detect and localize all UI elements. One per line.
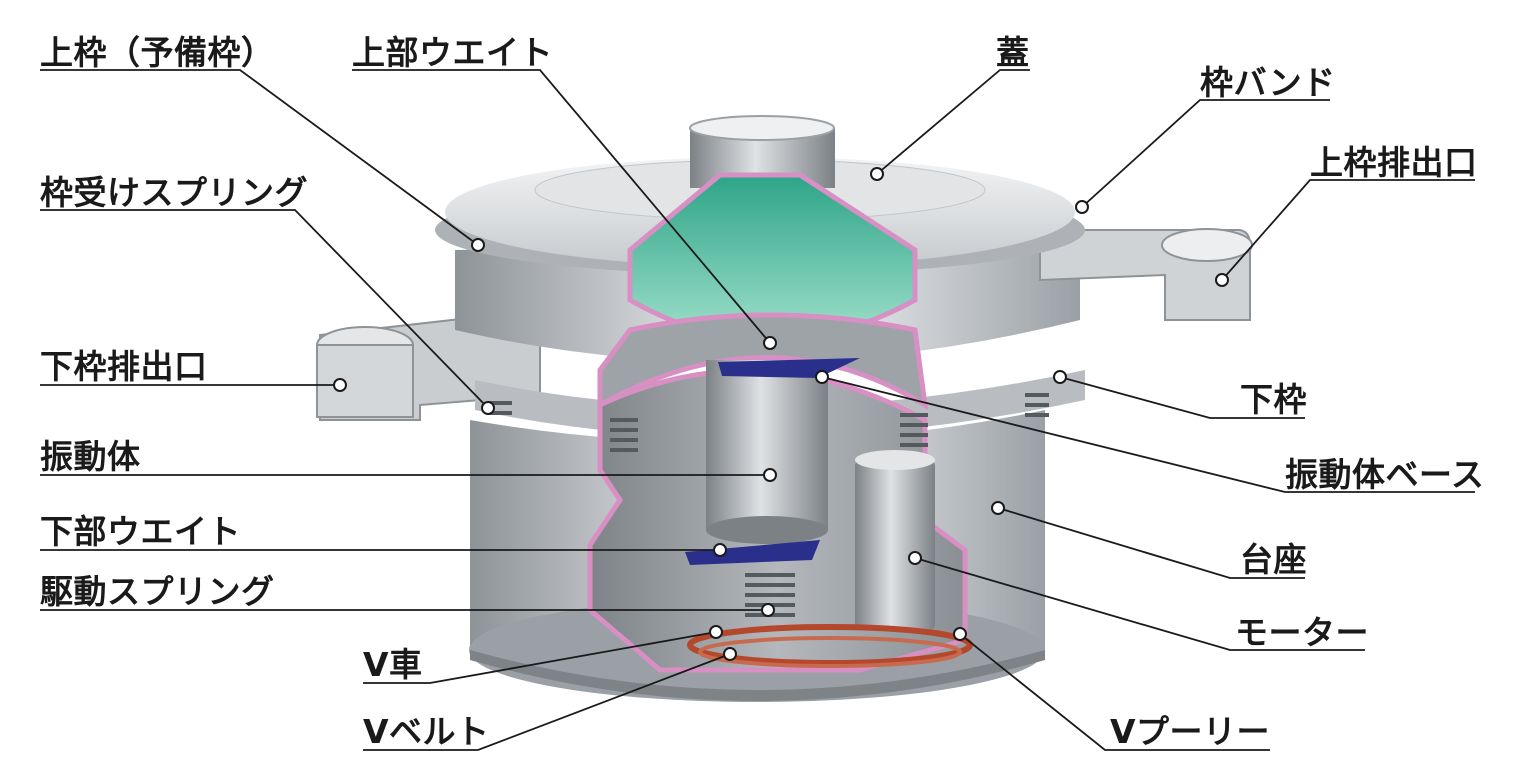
label-upper-weight: 上部ウエイト [352, 33, 553, 72]
label-v-wheel: V車 [363, 645, 423, 684]
label-upper-outlet: 上枠排出口 [1310, 143, 1478, 182]
label-frame-band: 枠バンド [1200, 63, 1336, 102]
label-lower-weight: 下部ウエイト [40, 512, 241, 551]
label-lower-frame: 下枠 [1240, 380, 1307, 419]
label-motor: モーター [1235, 613, 1369, 652]
vibrating-body-shape [685, 358, 860, 565]
label-v-belt: Vベルト [363, 712, 490, 751]
label-v-pulley: Vプーリー [1110, 712, 1271, 751]
label-frame-spring: 枠受けスプリング [40, 173, 308, 212]
belt-shape [687, 624, 973, 668]
label-vibrating-base: 振動体ベース [1285, 455, 1485, 494]
label-lower-outlet: 下枠排出口 [40, 347, 208, 386]
leader-lines [40, 69, 1475, 751]
label-top-frame: 上枠（予備枠） [40, 33, 275, 72]
label-vibrating-body: 振動体 [40, 437, 141, 476]
label-lid: 蓋 [996, 33, 1030, 72]
callout-dots [333, 167, 1229, 661]
upper-outlet-shape [1039, 228, 1253, 321]
label-base: 台座 [1240, 540, 1307, 579]
motor-shape [855, 450, 935, 630]
label-drive-spring: 駆動スプリング [40, 572, 275, 611]
